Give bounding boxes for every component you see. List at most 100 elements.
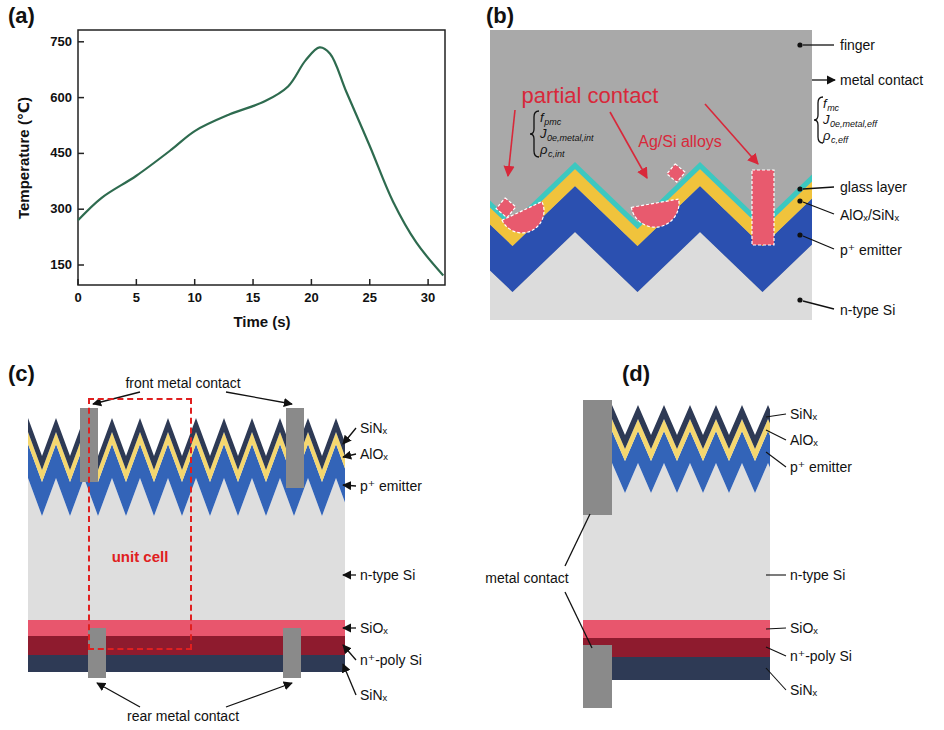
- leader-line: [803, 236, 834, 249]
- parameter-symbol: f: [540, 110, 544, 126]
- leader-line: [766, 452, 786, 467]
- parameter-symbol: ρ: [540, 142, 547, 158]
- tick-label: 300: [50, 201, 72, 217]
- leader-line: [766, 430, 786, 440]
- leader-arrow: [343, 627, 356, 628]
- leader-arrow: [343, 485, 356, 486]
- parameter-brace: [530, 111, 539, 157]
- n-si-region: [612, 463, 770, 620]
- pointer-arrow: [610, 112, 647, 178]
- sinx-layer: [612, 405, 770, 449]
- x-tick: [252, 279, 254, 285]
- callout-label: Ag/Si alloys: [638, 132, 722, 151]
- y-tick: [78, 208, 84, 210]
- leader-arrow: [343, 454, 356, 457]
- leader-line: [766, 574, 786, 575]
- tick-label: 25: [362, 290, 376, 306]
- parameter-subscript: pmc: [544, 116, 561, 127]
- parameter-subscript: mc: [827, 102, 839, 113]
- tick-label: 10: [187, 290, 201, 306]
- y-tick: [78, 264, 84, 266]
- leader-line: [803, 44, 834, 45]
- parameter-subscript: c,eff: [831, 134, 848, 145]
- leader-dot: [797, 198, 802, 203]
- panel-letter: (c): [8, 361, 35, 387]
- layer-label: p⁺ emitter: [790, 459, 852, 476]
- layer-label: p⁺ emitter: [840, 242, 902, 259]
- part-label: metal contact: [485, 570, 568, 587]
- leader-arrow: [343, 645, 356, 660]
- layer-label: SiNₓ: [790, 682, 817, 699]
- rear-contact: [583, 645, 612, 708]
- leader-arrow: [93, 392, 140, 404]
- layer-label: n-type Si: [840, 302, 895, 319]
- y-tick: [78, 97, 84, 99]
- leader-arrow: [343, 574, 356, 575]
- leader-dot: [797, 232, 802, 237]
- ag-si-alloy: [667, 164, 685, 182]
- leader-arrow: [97, 683, 140, 707]
- x-tick: [427, 279, 429, 285]
- leader-dot: [797, 186, 802, 191]
- parameter-brace: [814, 97, 823, 143]
- pointer-arrow: [508, 110, 515, 176]
- tick-label: 15: [246, 290, 260, 306]
- leader-line: [766, 668, 786, 690]
- parameter-subscript: 0e,metal,eff: [830, 118, 877, 129]
- tick-label: 20: [304, 290, 318, 306]
- tick-label: 150: [50, 257, 72, 273]
- y-tick: [78, 41, 84, 43]
- leader-line: [766, 414, 786, 417]
- parameter-subscript: 0e,metal,int: [547, 132, 594, 143]
- x-tick: [369, 279, 371, 285]
- pointer-arrow: [705, 104, 758, 164]
- x-tick: [136, 279, 138, 285]
- plot-frame: [78, 30, 445, 285]
- layer-label: n⁺-poly Si: [360, 652, 422, 669]
- layer-label: AlOₓ/SiNₓ: [840, 207, 899, 224]
- leader-dot: [797, 42, 802, 47]
- panel-letter: (b): [486, 3, 514, 29]
- leader-line: [766, 647, 786, 656]
- tick-label: 600: [50, 90, 72, 106]
- parameter-symbol: f: [823, 96, 827, 112]
- layer-label: AlOₓ: [790, 432, 818, 449]
- x-tick: [77, 279, 79, 285]
- leader-line: [565, 514, 590, 566]
- leader-line: [803, 187, 834, 189]
- part-label: metal contact: [840, 72, 923, 89]
- front-contact: [80, 408, 98, 482]
- y-tick: [78, 153, 84, 155]
- tick-label: 450: [50, 146, 72, 162]
- leader-dot: [797, 297, 802, 302]
- front-contact: [583, 400, 612, 515]
- finger-region: [490, 30, 812, 320]
- layer-label: p⁺ emitter: [360, 478, 422, 495]
- layer-label: SiOₓ: [790, 620, 818, 637]
- panel-letter: (a): [8, 3, 35, 29]
- axis-title: Temperature (℃): [15, 97, 33, 219]
- part-label: rear metal contact: [127, 708, 239, 725]
- rear-contact: [88, 628, 106, 678]
- leader-line: [766, 628, 786, 629]
- x-tick: [194, 279, 196, 285]
- parameter-subscript: c,int: [548, 148, 565, 159]
- callout-title: partial contact: [522, 83, 659, 109]
- leader-arrow: [812, 79, 835, 80]
- axis-title: Time (s): [233, 313, 290, 331]
- tick-label: 0: [74, 290, 81, 306]
- front-contact: [286, 408, 304, 488]
- layer-label: SiNₓ: [360, 687, 387, 704]
- layer-label: SiNₓ: [360, 420, 387, 437]
- layer-label: glass layer: [840, 179, 907, 196]
- tick-label: 30: [421, 290, 435, 306]
- panel-letter: (d): [622, 361, 650, 387]
- x-tick: [311, 279, 313, 285]
- ag-si-alloy: [496, 198, 516, 218]
- leader-arrow: [226, 392, 292, 404]
- layer-label: n-type Si: [360, 567, 415, 584]
- leader-line: [803, 202, 834, 214]
- layer-label: n⁺-poly Si: [790, 648, 852, 665]
- siox-layer: [583, 620, 770, 638]
